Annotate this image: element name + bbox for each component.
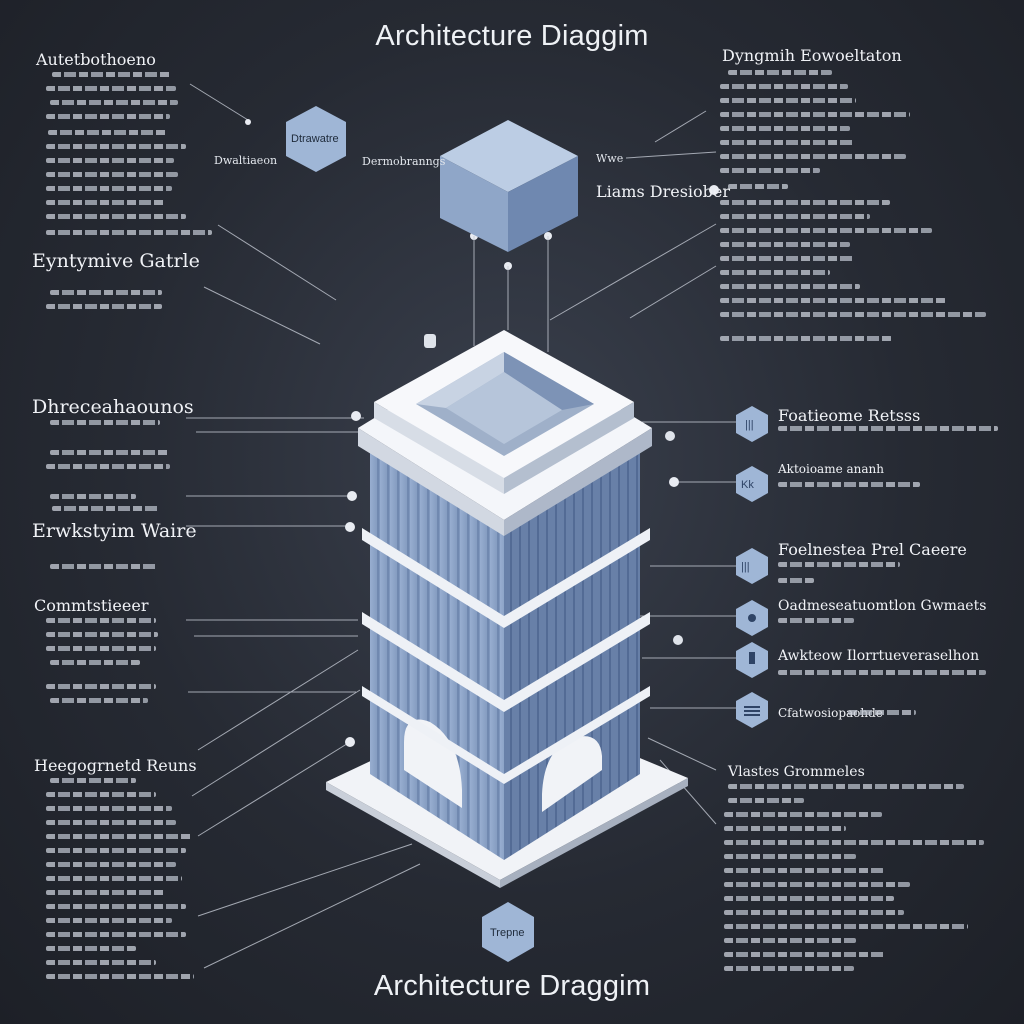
right-section-heading: Cfatwosiopaohde (778, 706, 883, 720)
right-section-heading: Vlastes Grommeles (728, 764, 865, 780)
left-section-heading: Erwkstyim Waire (32, 520, 197, 542)
left-section-heading: Heegogrnetd Reuns (34, 756, 197, 775)
right-section-heading: Awkteow Ilorrtueveraselhon (778, 648, 980, 664)
hex-bottom-label: Trepne (490, 927, 525, 939)
right-section-heading: Foelnestea Prel Caeere (778, 540, 967, 559)
svg-text:|||: ||| (745, 419, 754, 431)
floating-cube (440, 120, 578, 252)
left-of-hex-label: Dwaltiaeon (214, 154, 278, 167)
right-section-heading: Dyngmih Eowoeltaton (722, 46, 902, 65)
left-of-cube-label: Dermobranngs (362, 155, 446, 168)
svg-text:Kk: Kk (741, 479, 754, 491)
right-of-cube-label: Wwe (596, 152, 624, 165)
left-section-heading: Dhreceahaounos (32, 396, 194, 418)
hex-top-label: Dtrawatre (291, 133, 339, 145)
svg-text:|||: ||| (741, 561, 750, 573)
left-section-heading: Commtstieeer (34, 596, 149, 615)
right-section-heading: Liams Dresiober (596, 182, 731, 201)
right-section-heading: Foatieome Retsss (778, 406, 921, 425)
right-section-heading: Oadmeseatuomtlon Gwmaets (778, 598, 987, 614)
left-section-heading: Autetbothoeno (36, 50, 156, 69)
left-connector-lines (186, 83, 421, 969)
small-icons (424, 334, 683, 645)
diagram-title-bottom: Architecture Draggim (373, 970, 651, 1002)
left-section-heading: Eyntymive Gatrle (32, 250, 200, 272)
hexagon-nodes (286, 106, 768, 962)
right-section-heading: Aktoioame ananh (778, 462, 884, 476)
right-connector-lines (549, 110, 736, 825)
tower-body (358, 330, 652, 860)
diagram-title-top: Architecture Diaggim (375, 20, 649, 52)
